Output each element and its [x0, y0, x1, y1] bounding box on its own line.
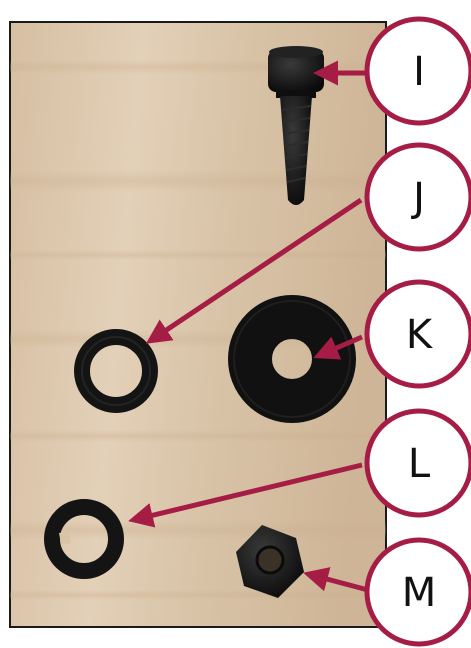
small-washer [74, 329, 158, 413]
callout-label-i: I [413, 49, 425, 95]
callout-i: I [364, 16, 471, 126]
arrow-l [128, 462, 363, 528]
hex-nut [236, 525, 304, 598]
callout-j: J [364, 142, 471, 252]
callout-k: K [364, 279, 471, 389]
callout-label-m: M [402, 570, 437, 616]
callout-arrows [128, 60, 369, 593]
callout-label-j: J [410, 175, 425, 221]
arrow-j [145, 197, 363, 344]
arrow-k [313, 334, 363, 360]
callout-l: L [364, 408, 471, 518]
arrow-m [303, 567, 369, 593]
callout-m: M [364, 537, 471, 647]
split-lock-washer [44, 499, 124, 579]
callout-label-l: L [408, 441, 431, 487]
callout-label-k: K [406, 312, 434, 358]
cap-screw [268, 46, 324, 205]
